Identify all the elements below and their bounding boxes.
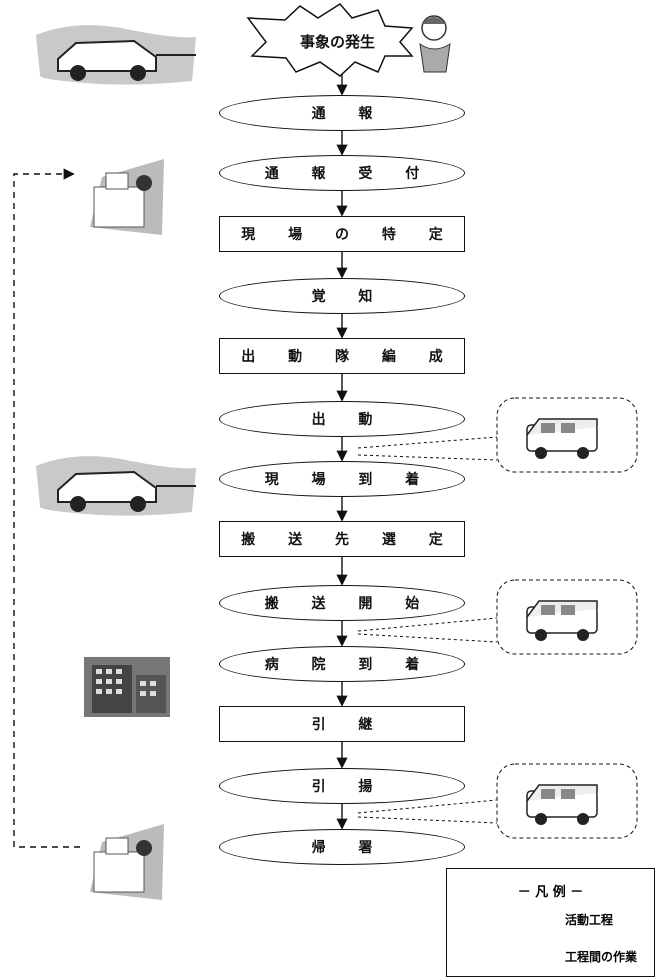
step-awareness: 覚 知 — [219, 278, 465, 314]
start-event-label: 事象の発生 — [300, 33, 376, 51]
worried-person-icon — [419, 15, 451, 73]
step-handover: 引 継 — [219, 706, 465, 742]
crashed-car-icon — [36, 456, 196, 516]
crashed-car-icon — [36, 25, 196, 85]
step-arrival-at-scene: 現 場 到 着 — [219, 461, 465, 497]
legend-ellipse-label: 活動工程 — [565, 913, 614, 927]
fire-station-icon — [90, 824, 164, 900]
step-return-to-station: 帰 署 — [219, 829, 465, 865]
ambulance-icon — [526, 418, 598, 459]
step-notification: 通 報 — [219, 95, 465, 131]
step-withdrawal: 引 揚 — [219, 768, 465, 804]
fire-station-icon — [90, 159, 164, 235]
ambulance-box-2 — [496, 579, 638, 655]
step-hospital-arrival: 病 院 到 着 — [219, 646, 465, 682]
step-site-identification: 現 場 の 特 定 — [219, 216, 465, 252]
legend-box: － 凡 例 － 活動工程 工程間の作業 — [446, 868, 655, 977]
legend-title: － 凡 例 － — [517, 885, 584, 900]
return-loop — [13, 168, 80, 848]
ambulance-box-3 — [496, 763, 638, 839]
step-dispatch: 出 動 — [219, 401, 465, 437]
ambulance-icon — [526, 784, 598, 825]
ambulance-icon — [526, 600, 598, 641]
ambulance-leaders — [357, 436, 498, 824]
step-transport-start: 搬 送 開 始 — [219, 585, 465, 621]
legend-rect-label: 工程間の作業 — [565, 950, 638, 964]
hospital-building-icon — [84, 657, 170, 717]
event-burst-shape — [246, 3, 414, 77]
step-notification-receipt: 通 報 受 付 — [219, 155, 465, 191]
step-team-formation: 出 動 隊 編 成 — [219, 338, 465, 374]
step-destination-selection: 搬 送 先 選 定 — [219, 521, 465, 557]
ambulance-box-1 — [496, 397, 638, 473]
